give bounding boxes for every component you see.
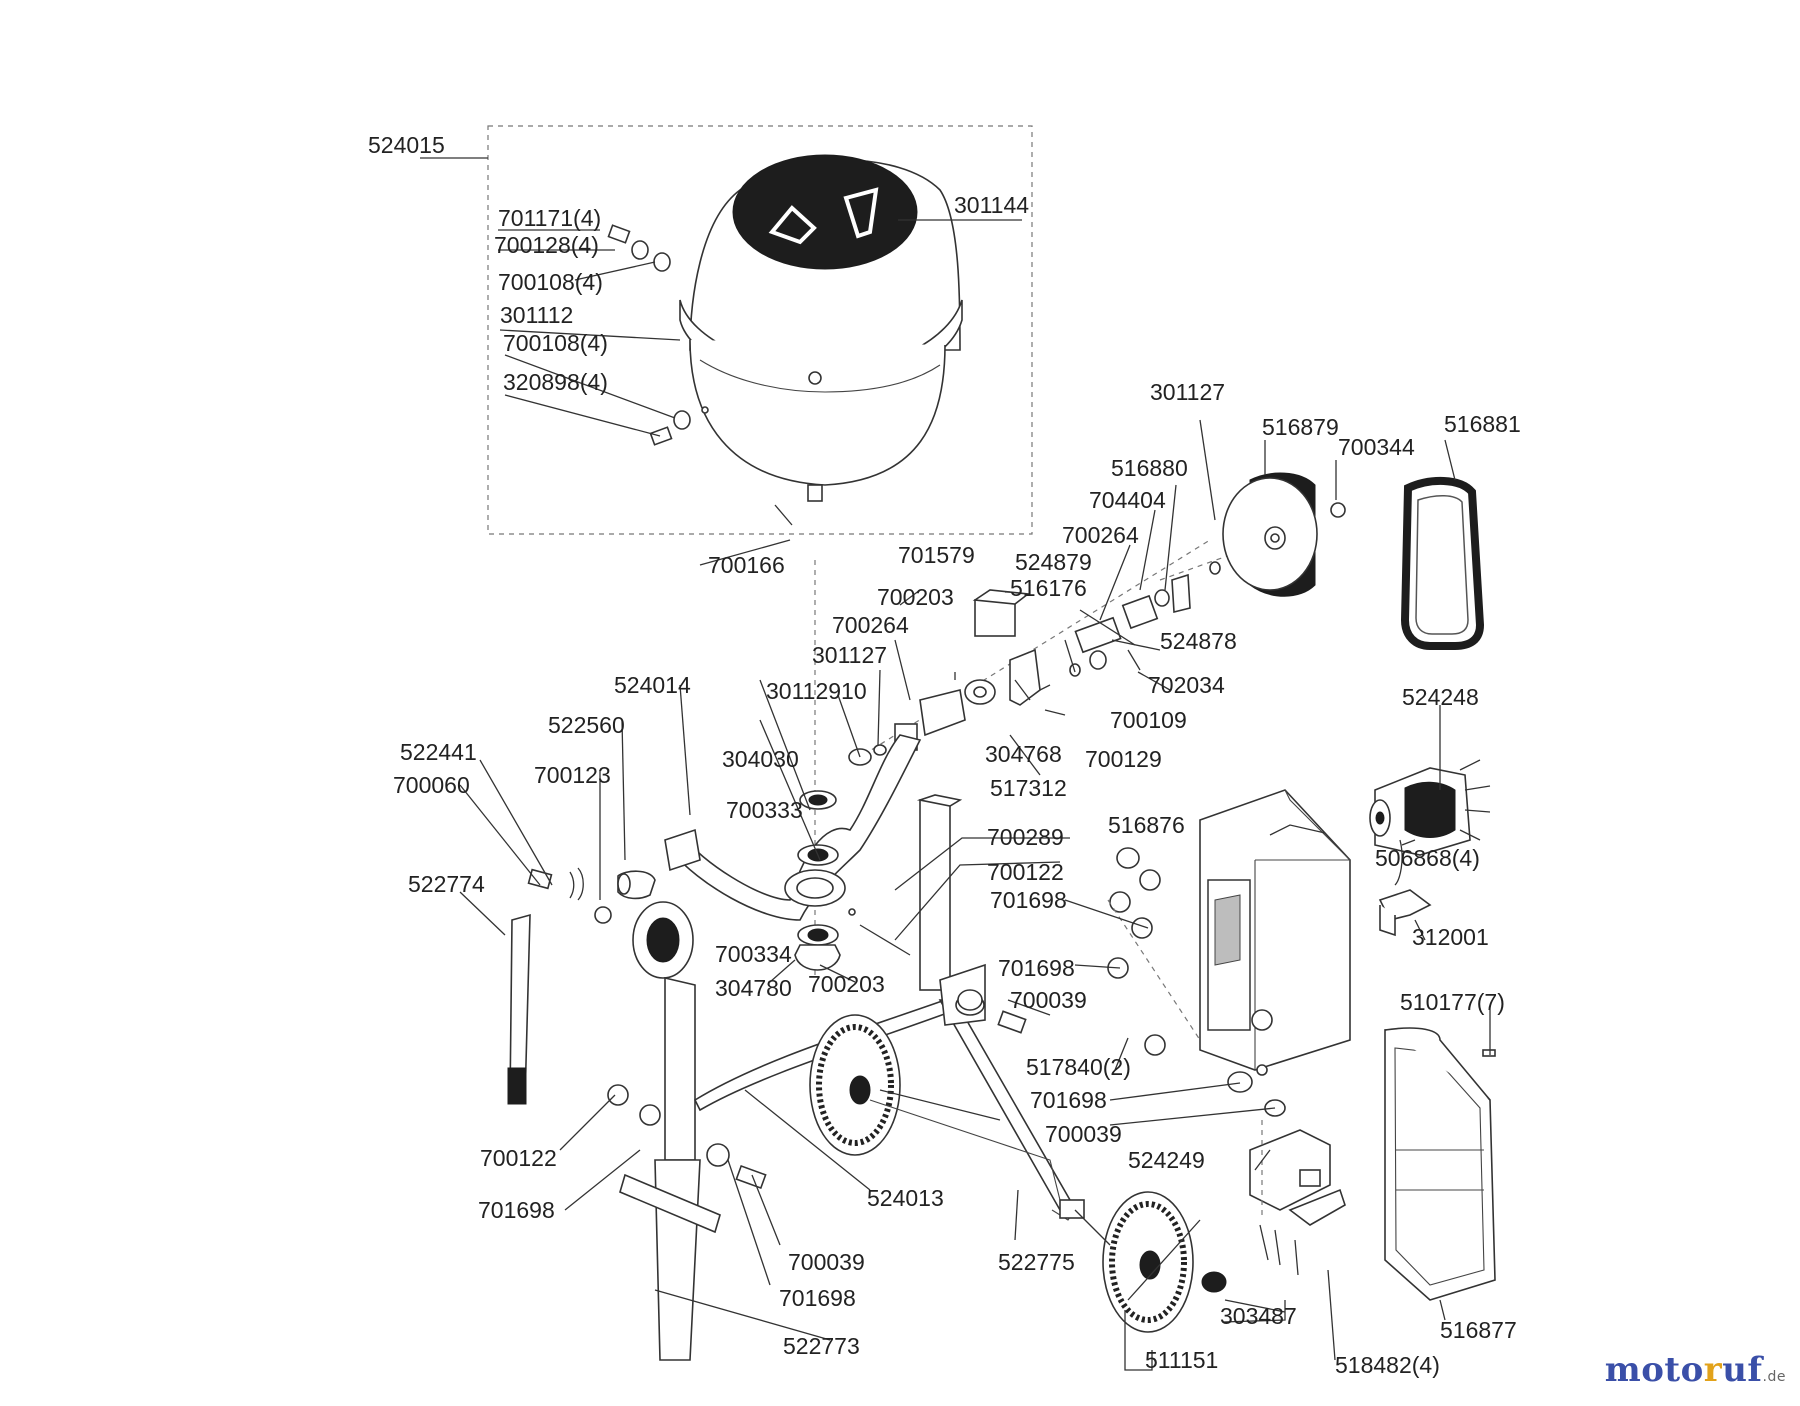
part-label: 516881	[1444, 411, 1521, 437]
motor-housing	[1107, 789, 1351, 1117]
part-label: 702034	[1148, 672, 1225, 698]
part-label: 700344	[1338, 434, 1415, 460]
part-label: 700333	[726, 797, 803, 823]
part-label: 524014	[614, 672, 691, 698]
drum-bolts	[607, 224, 793, 526]
part-label: 524879	[1015, 549, 1092, 575]
logo-text-part2: r	[1703, 1350, 1723, 1390]
part-label: 701698	[478, 1197, 555, 1223]
motoruf-logo: motoruf.de	[1605, 1350, 1786, 1390]
part-label: 701171(4)	[498, 205, 601, 231]
leader-lines	[459, 219, 1491, 1371]
part-label: 704404	[1089, 487, 1166, 513]
part-label: 510177(7)	[1400, 989, 1505, 1015]
part-label: 516876	[1108, 812, 1185, 838]
part-label: 301127	[812, 642, 887, 668]
part-labels: 524015 301144 701171(4) 700128(4) 700108…	[368, 132, 1521, 1378]
part-label: 700122	[987, 859, 1064, 885]
part-label: 700060	[393, 772, 470, 798]
part-label: 516880	[1111, 455, 1188, 481]
bearings	[794, 790, 856, 971]
part-label: 516879	[1262, 414, 1339, 440]
part-label: 524015	[368, 132, 445, 158]
part-label: 701579	[898, 542, 975, 568]
logo-text-part1: moto	[1604, 1350, 1704, 1390]
part-label: 701698	[990, 887, 1067, 913]
capacitor	[1378, 889, 1432, 937]
mixing-drum	[679, 154, 963, 502]
part-label: 511151	[1145, 1347, 1218, 1373]
part-label: 522560	[548, 712, 625, 738]
part-label: 524249	[1128, 1147, 1205, 1173]
part-label: 301144	[954, 192, 1029, 218]
part-label: 701698	[998, 955, 1075, 981]
part-label: 522775	[998, 1249, 1075, 1275]
part-label: 516877	[1440, 1317, 1517, 1343]
part-label: 517840(2)	[1026, 1054, 1131, 1080]
part-label: 522441	[400, 739, 477, 765]
part-label: 700264	[1062, 522, 1139, 548]
right-wheel	[1102, 1191, 1227, 1333]
part-label: 700334	[715, 941, 792, 967]
part-label: 304780	[715, 975, 792, 1001]
part-label: 312001	[1412, 924, 1489, 950]
belt-guard	[1384, 1027, 1496, 1301]
part-label: 30112910	[766, 678, 867, 704]
part-label: 700109	[1110, 707, 1187, 733]
part-label: 700129	[1085, 746, 1162, 772]
part-label: 700203	[808, 971, 885, 997]
part-label: 304030	[722, 746, 799, 772]
drum-assembly-frame	[420, 125, 1033, 535]
part-label: 301112	[500, 302, 573, 328]
part-label: 700203	[877, 584, 954, 610]
switch-box	[1249, 1120, 1346, 1276]
part-label: 303487	[1220, 1303, 1297, 1329]
drive-pulley	[1222, 472, 1346, 597]
part-label: 518482(4)	[1335, 1352, 1440, 1378]
part-label: 700108(4)	[498, 269, 603, 295]
part-label: 700039	[1045, 1121, 1122, 1147]
part-label: 304768	[985, 741, 1062, 767]
part-label: 517312	[990, 775, 1067, 801]
left-wheel	[809, 1014, 901, 1156]
part-label: 524878	[1160, 628, 1237, 654]
logo-text-part3: uf	[1722, 1350, 1763, 1390]
part-label: 700039	[1010, 987, 1087, 1013]
part-label: 701698	[779, 1285, 856, 1311]
tilt-handle	[507, 913, 531, 1105]
part-label: 700289	[987, 824, 1064, 850]
part-label: 700122	[480, 1145, 557, 1171]
drum-support-arm	[664, 734, 963, 991]
part-label: 506868(4)	[1375, 845, 1480, 871]
part-label: 700264	[832, 612, 909, 638]
part-label: 516176	[1010, 575, 1087, 601]
part-label: 700166	[708, 552, 785, 578]
part-label: 524013	[867, 1185, 944, 1211]
part-label: 301127	[1150, 379, 1225, 405]
part-label: 522773	[783, 1333, 860, 1359]
part-label: 320898(4)	[503, 369, 608, 395]
drive-belt	[1400, 476, 1485, 650]
logo-suffix: .de	[1762, 1369, 1786, 1385]
part-label: 700039	[788, 1249, 865, 1275]
part-label: 700123	[534, 762, 611, 788]
tilt-lock-parts	[527, 867, 694, 979]
part-label: 524248	[1402, 684, 1479, 710]
electric-motor	[1369, 759, 1491, 886]
part-label: 700128(4)	[494, 232, 599, 258]
part-label: 701698	[1030, 1087, 1107, 1113]
part-label: 700108(4)	[503, 330, 608, 356]
part-label: 522774	[408, 871, 485, 897]
